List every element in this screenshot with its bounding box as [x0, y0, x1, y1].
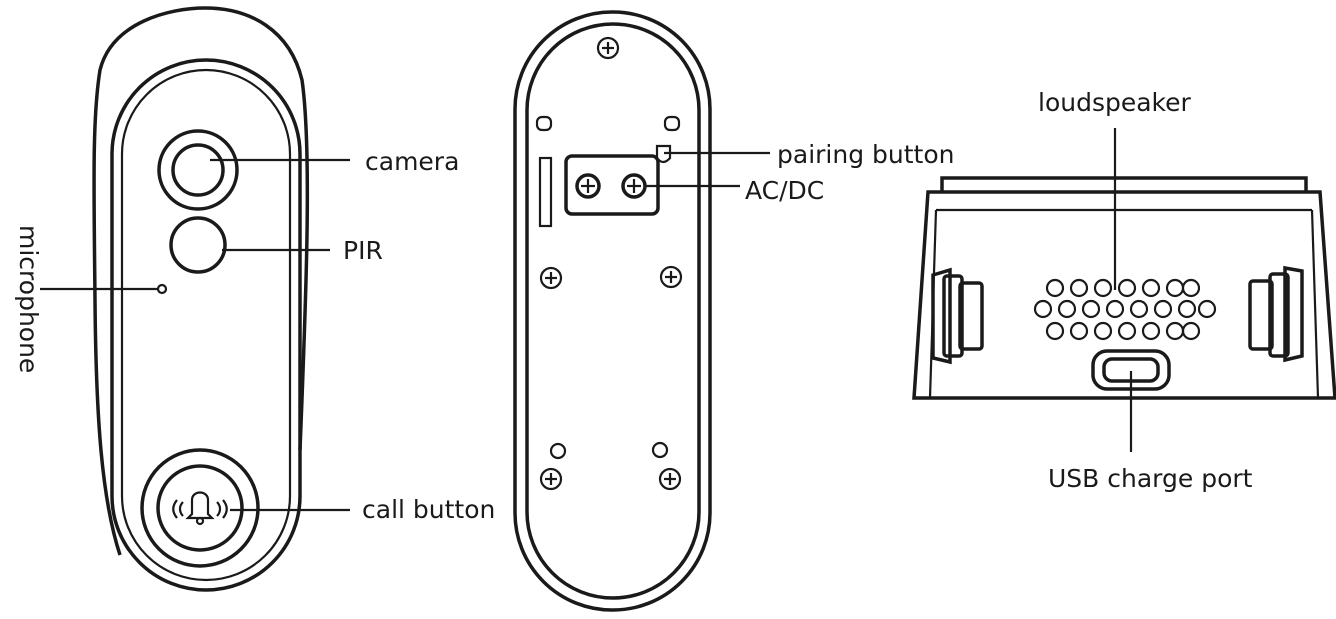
screw-head-icon: [539, 467, 563, 491]
doorbell-bottom-view: [912, 128, 1336, 452]
bell-ring-icon: [172, 491, 228, 526]
loudspeaker-grille: [1033, 278, 1217, 341]
back-outer-shell: [513, 10, 712, 612]
usb-charge-port-label: USB charge port: [1048, 464, 1253, 493]
screw-head-icon: [658, 467, 682, 491]
ac-dc-label: AC/DC: [745, 176, 825, 205]
loudspeaker-label: loudspeaker: [1038, 88, 1191, 117]
bottom-outer-body: [912, 190, 1336, 400]
mount-hole: [651, 441, 669, 459]
mount-hole: [549, 442, 567, 460]
bottom-inner-right-edge: [1310, 209, 1320, 399]
doorbell-back-view: [513, 10, 770, 612]
front-face-panel: [110, 58, 302, 592]
camera-lens: [157, 129, 239, 211]
microphone-hole: [156, 283, 168, 295]
call-button: [140, 448, 260, 568]
microphone-label: microphone: [14, 225, 43, 374]
screw-head-icon: [621, 173, 647, 199]
pir-label: PIR: [343, 236, 383, 265]
mount-slot: [663, 115, 681, 132]
camera-label: camera: [365, 147, 460, 176]
right-clip: [1248, 265, 1304, 363]
front-face-inner-edge: [120, 68, 292, 582]
left-clip: [931, 267, 984, 365]
bottom-top-lip: [940, 176, 1308, 192]
side-slot: [538, 156, 553, 228]
screw-head-icon: [575, 173, 601, 199]
doorbell-front-view: [40, 6, 350, 592]
front-outer-shell: [92, 6, 310, 556]
screw-head-icon: [596, 36, 620, 60]
pairing-button-label: pairing button: [777, 140, 955, 169]
screw-head-icon: [659, 265, 683, 289]
pir-sensor: [169, 216, 227, 274]
mount-slot: [535, 115, 553, 132]
screw-head-icon: [539, 266, 563, 290]
call-button-label: call button: [362, 495, 496, 524]
back-inner-plate: [525, 22, 701, 600]
